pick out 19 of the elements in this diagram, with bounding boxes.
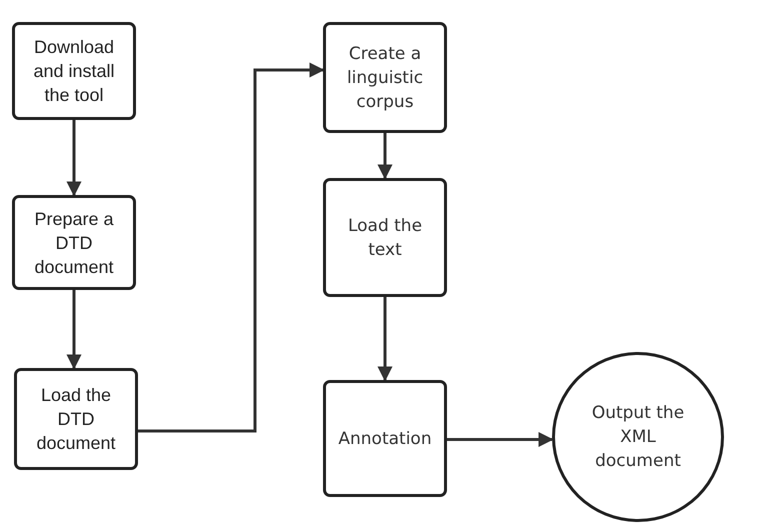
step-label: Load the DTD document [35, 384, 117, 455]
process-box [323, 22, 447, 133]
arrow [138, 62, 324, 432]
process-box [12, 195, 136, 290]
process-box [12, 22, 136, 120]
step-label: Download and install the tool [32, 36, 116, 107]
step-label: Create a linguistic corpus [346, 42, 424, 114]
step-label: Annotation [337, 428, 433, 450]
arrow [378, 297, 392, 382]
process-box [323, 380, 447, 497]
step-label: Load the text [346, 214, 424, 262]
arrow [66, 290, 82, 370]
step-label: Prepare a DTD document [33, 208, 115, 278]
process-box [323, 178, 447, 297]
arrow [378, 133, 392, 180]
arrow [447, 432, 554, 447]
process-box [14, 368, 138, 470]
step-label: Output the XML document [590, 402, 686, 473]
arrow [66, 120, 82, 196]
